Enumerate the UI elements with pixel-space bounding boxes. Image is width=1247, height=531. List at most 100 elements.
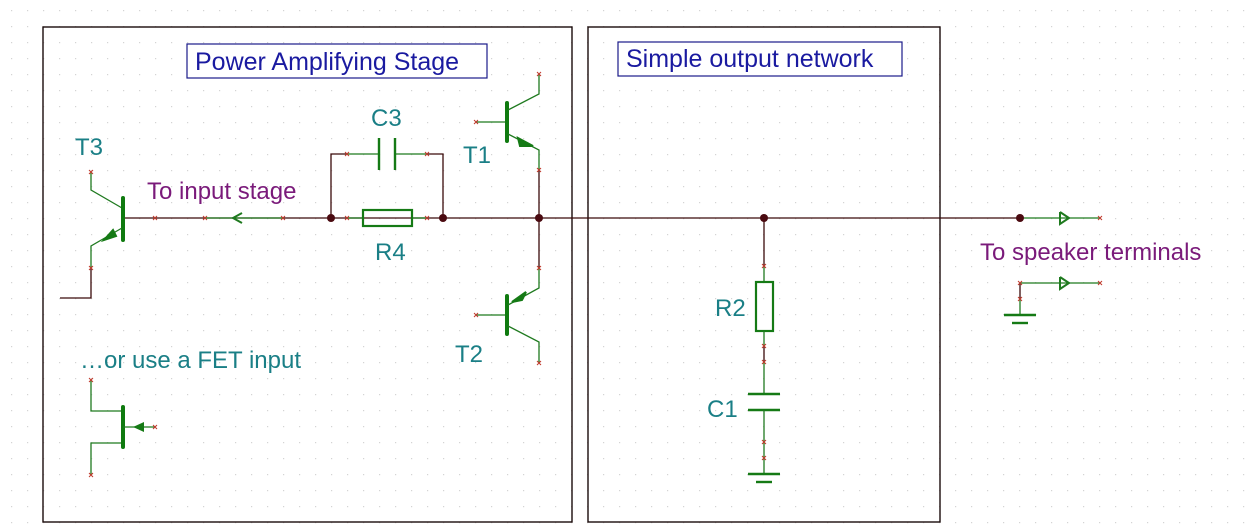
grid-dot [731,10,733,12]
grid-dot [1035,202,1037,204]
grid-dot [491,330,493,332]
grid-dot [763,138,765,140]
resistor-r2[interactable] [754,266,775,346]
grid-dot [107,202,109,204]
grid-dot [27,42,29,44]
grid-dot [1035,426,1037,428]
speaker-port-positive[interactable] [1020,211,1100,226]
grid-dot [139,186,141,188]
grid-dot [667,442,669,444]
grid-dot [1115,362,1117,364]
frame-output-network[interactable] [587,26,941,523]
grid-dot [363,362,365,364]
grid-dot [795,10,797,12]
grid-dot [1083,90,1085,92]
grid-dot [811,106,813,108]
grid-dot [523,234,525,236]
grid-dot [683,330,685,332]
grid-dot [779,186,781,188]
grid-dot [155,10,157,12]
grid-dot [299,90,301,92]
grid-dot [619,474,621,476]
grid-dot [763,10,765,12]
title-power-stage[interactable]: Power Amplifying Stage [186,43,488,79]
frame-power-stage[interactable] [42,26,573,523]
title-output-network[interactable]: Simple output network [617,41,903,77]
grid-dot [955,170,957,172]
grid-dot [923,442,925,444]
grid-dot [699,234,701,236]
ref-r4: R4 [375,239,406,266]
grid-dot [283,362,285,364]
grid-dot [635,106,637,108]
capacitor-c1[interactable] [748,362,780,442]
grid-dot [875,138,877,140]
grid-dot [235,346,237,348]
grid-dot [779,138,781,140]
grid-dot [1099,426,1101,428]
grid-dot [1179,26,1181,28]
grid-dot [411,282,413,284]
grid-dot [875,154,877,156]
grid-dot [683,490,685,492]
grid-dot [699,122,701,124]
grid-dot [11,138,13,140]
grid-dot [491,10,493,12]
grid-dot [603,58,605,60]
grid-dot [859,266,861,268]
grid-dot [1051,314,1053,316]
grid-dot [971,154,973,156]
grid-dot [1115,26,1117,28]
grid-dot [1163,218,1165,220]
grid-dot [603,154,605,156]
grid-dot [811,138,813,140]
grid-dot [171,362,173,364]
grid-dot [651,202,653,204]
resistor-r4[interactable] [347,208,427,228]
grid-dot [619,186,621,188]
grid-dot [331,442,333,444]
grid-dot [315,314,317,316]
grid-dot [139,106,141,108]
grid-dot [1035,522,1037,524]
grid-dot [11,90,13,92]
grid-dot [747,442,749,444]
grid-dot [859,346,861,348]
grid-dot [491,426,493,428]
grid-dot [955,74,957,76]
grid-dot [315,346,317,348]
speaker-port-ground[interactable] [1004,276,1100,325]
grid-dot [1051,362,1053,364]
grid-dot [187,250,189,252]
grid-dot [1051,26,1053,28]
transistor-t2[interactable] [476,268,540,363]
grid-dot [171,330,173,332]
grid-dot [155,154,157,156]
grid-dot [1035,250,1037,252]
grid-dot [75,282,77,284]
grid-dot [411,170,413,172]
grid-dot [379,90,381,92]
grid-dot [411,442,413,444]
fet-input[interactable] [90,380,155,475]
grid-dot [971,410,973,412]
grid-dot [1035,490,1037,492]
grid-dot [1243,378,1245,380]
grid-dot [299,186,301,188]
grid-dot [379,410,381,412]
transistor-t3[interactable] [60,172,125,299]
grid-dot [891,122,893,124]
grid-dot [91,346,93,348]
grid-dot [267,282,269,284]
grid-dot [235,506,237,508]
grid-dot [907,362,909,364]
grid-dot [891,138,893,140]
grid-dot [667,458,669,460]
grid-dot [1195,378,1197,380]
grid-dot [59,202,61,204]
capacitor-c3[interactable] [347,138,427,170]
grid-dot [1019,154,1021,156]
transistor-t1[interactable] [476,74,540,170]
grid-dot [683,346,685,348]
